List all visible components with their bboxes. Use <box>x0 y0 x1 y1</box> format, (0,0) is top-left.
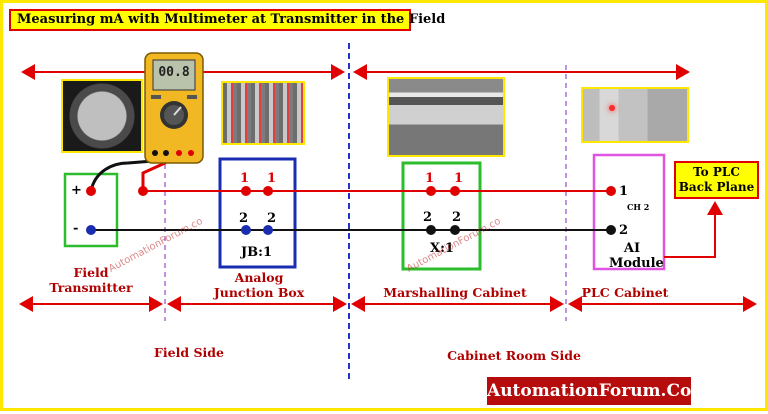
ai-name: AI Module <box>609 241 664 271</box>
jb-pin-1a: 1 <box>240 171 250 186</box>
ai-channel: CH 2 <box>627 202 650 212</box>
plc-cabinet-label: PLC Cabinet <box>581 285 669 300</box>
tx-minus-terminal <box>86 225 96 235</box>
x1-pin-2b: 2 <box>452 210 462 225</box>
ai-pin-1: 1 <box>619 184 629 199</box>
plc-back-plane-label: To PLC Back Plane <box>674 161 759 199</box>
junction-box-label: Analog Junction Box <box>213 270 305 300</box>
jb-pin-2a: 2 <box>239 211 249 226</box>
marshalling-box <box>401 161 482 271</box>
ai-plus-terminal <box>606 186 616 196</box>
tx-plus-sign: + <box>71 183 82 198</box>
x1-1b-terminal <box>450 186 460 196</box>
x1-2b-terminal <box>450 225 460 235</box>
jb-2a-terminal <box>241 225 251 235</box>
brand-banner[interactable]: AutomationForum.Co <box>487 377 691 405</box>
transmitter-label: Field Transmitter <box>49 265 133 295</box>
x1-pin-2a: 2 <box>423 210 433 225</box>
jb-pin-1b: 1 <box>267 171 277 186</box>
marshalling-photo <box>387 77 505 157</box>
marshalling-label: Marshalling Cabinet <box>383 285 527 300</box>
transmitter-photo <box>61 79 143 153</box>
x1-name: X:1 <box>430 241 454 256</box>
x1-pin-1a: 1 <box>425 171 435 186</box>
transmitter-box <box>63 172 119 248</box>
multimeter-icon <box>144 52 204 164</box>
jb-1b-terminal <box>263 186 273 196</box>
jb-1a-terminal <box>241 186 251 196</box>
jb-box <box>218 157 297 269</box>
page-title: Measuring mA with Multimeter at Transmit… <box>9 9 445 31</box>
ai-module-box <box>592 153 666 271</box>
plc-output-arrow <box>664 201 723 258</box>
x1-pin-1b: 1 <box>454 171 464 186</box>
ai-minus-terminal <box>606 225 616 235</box>
meter-probe-terminal <box>138 186 148 196</box>
x1-1a-terminal <box>426 186 436 196</box>
jb-name: JB:1 <box>241 245 272 260</box>
field-side-label: Field Side <box>154 345 224 360</box>
meter-display: 00.8 <box>158 65 190 80</box>
plc-photo <box>581 87 689 143</box>
jb-2b-terminal <box>263 225 273 235</box>
junction-box-photo <box>221 81 305 145</box>
meter-lead-black <box>89 153 161 192</box>
jb-pin-2b: 2 <box>267 211 277 226</box>
x1-2a-terminal <box>426 225 436 235</box>
diagram-graphics <box>19 43 757 381</box>
ai-pin-2: 2 <box>619 223 629 238</box>
tx-plus-terminal <box>86 186 96 196</box>
cabinet-room-label: Cabinet Room Side <box>447 348 581 363</box>
tx-minus-sign: - <box>73 221 79 236</box>
